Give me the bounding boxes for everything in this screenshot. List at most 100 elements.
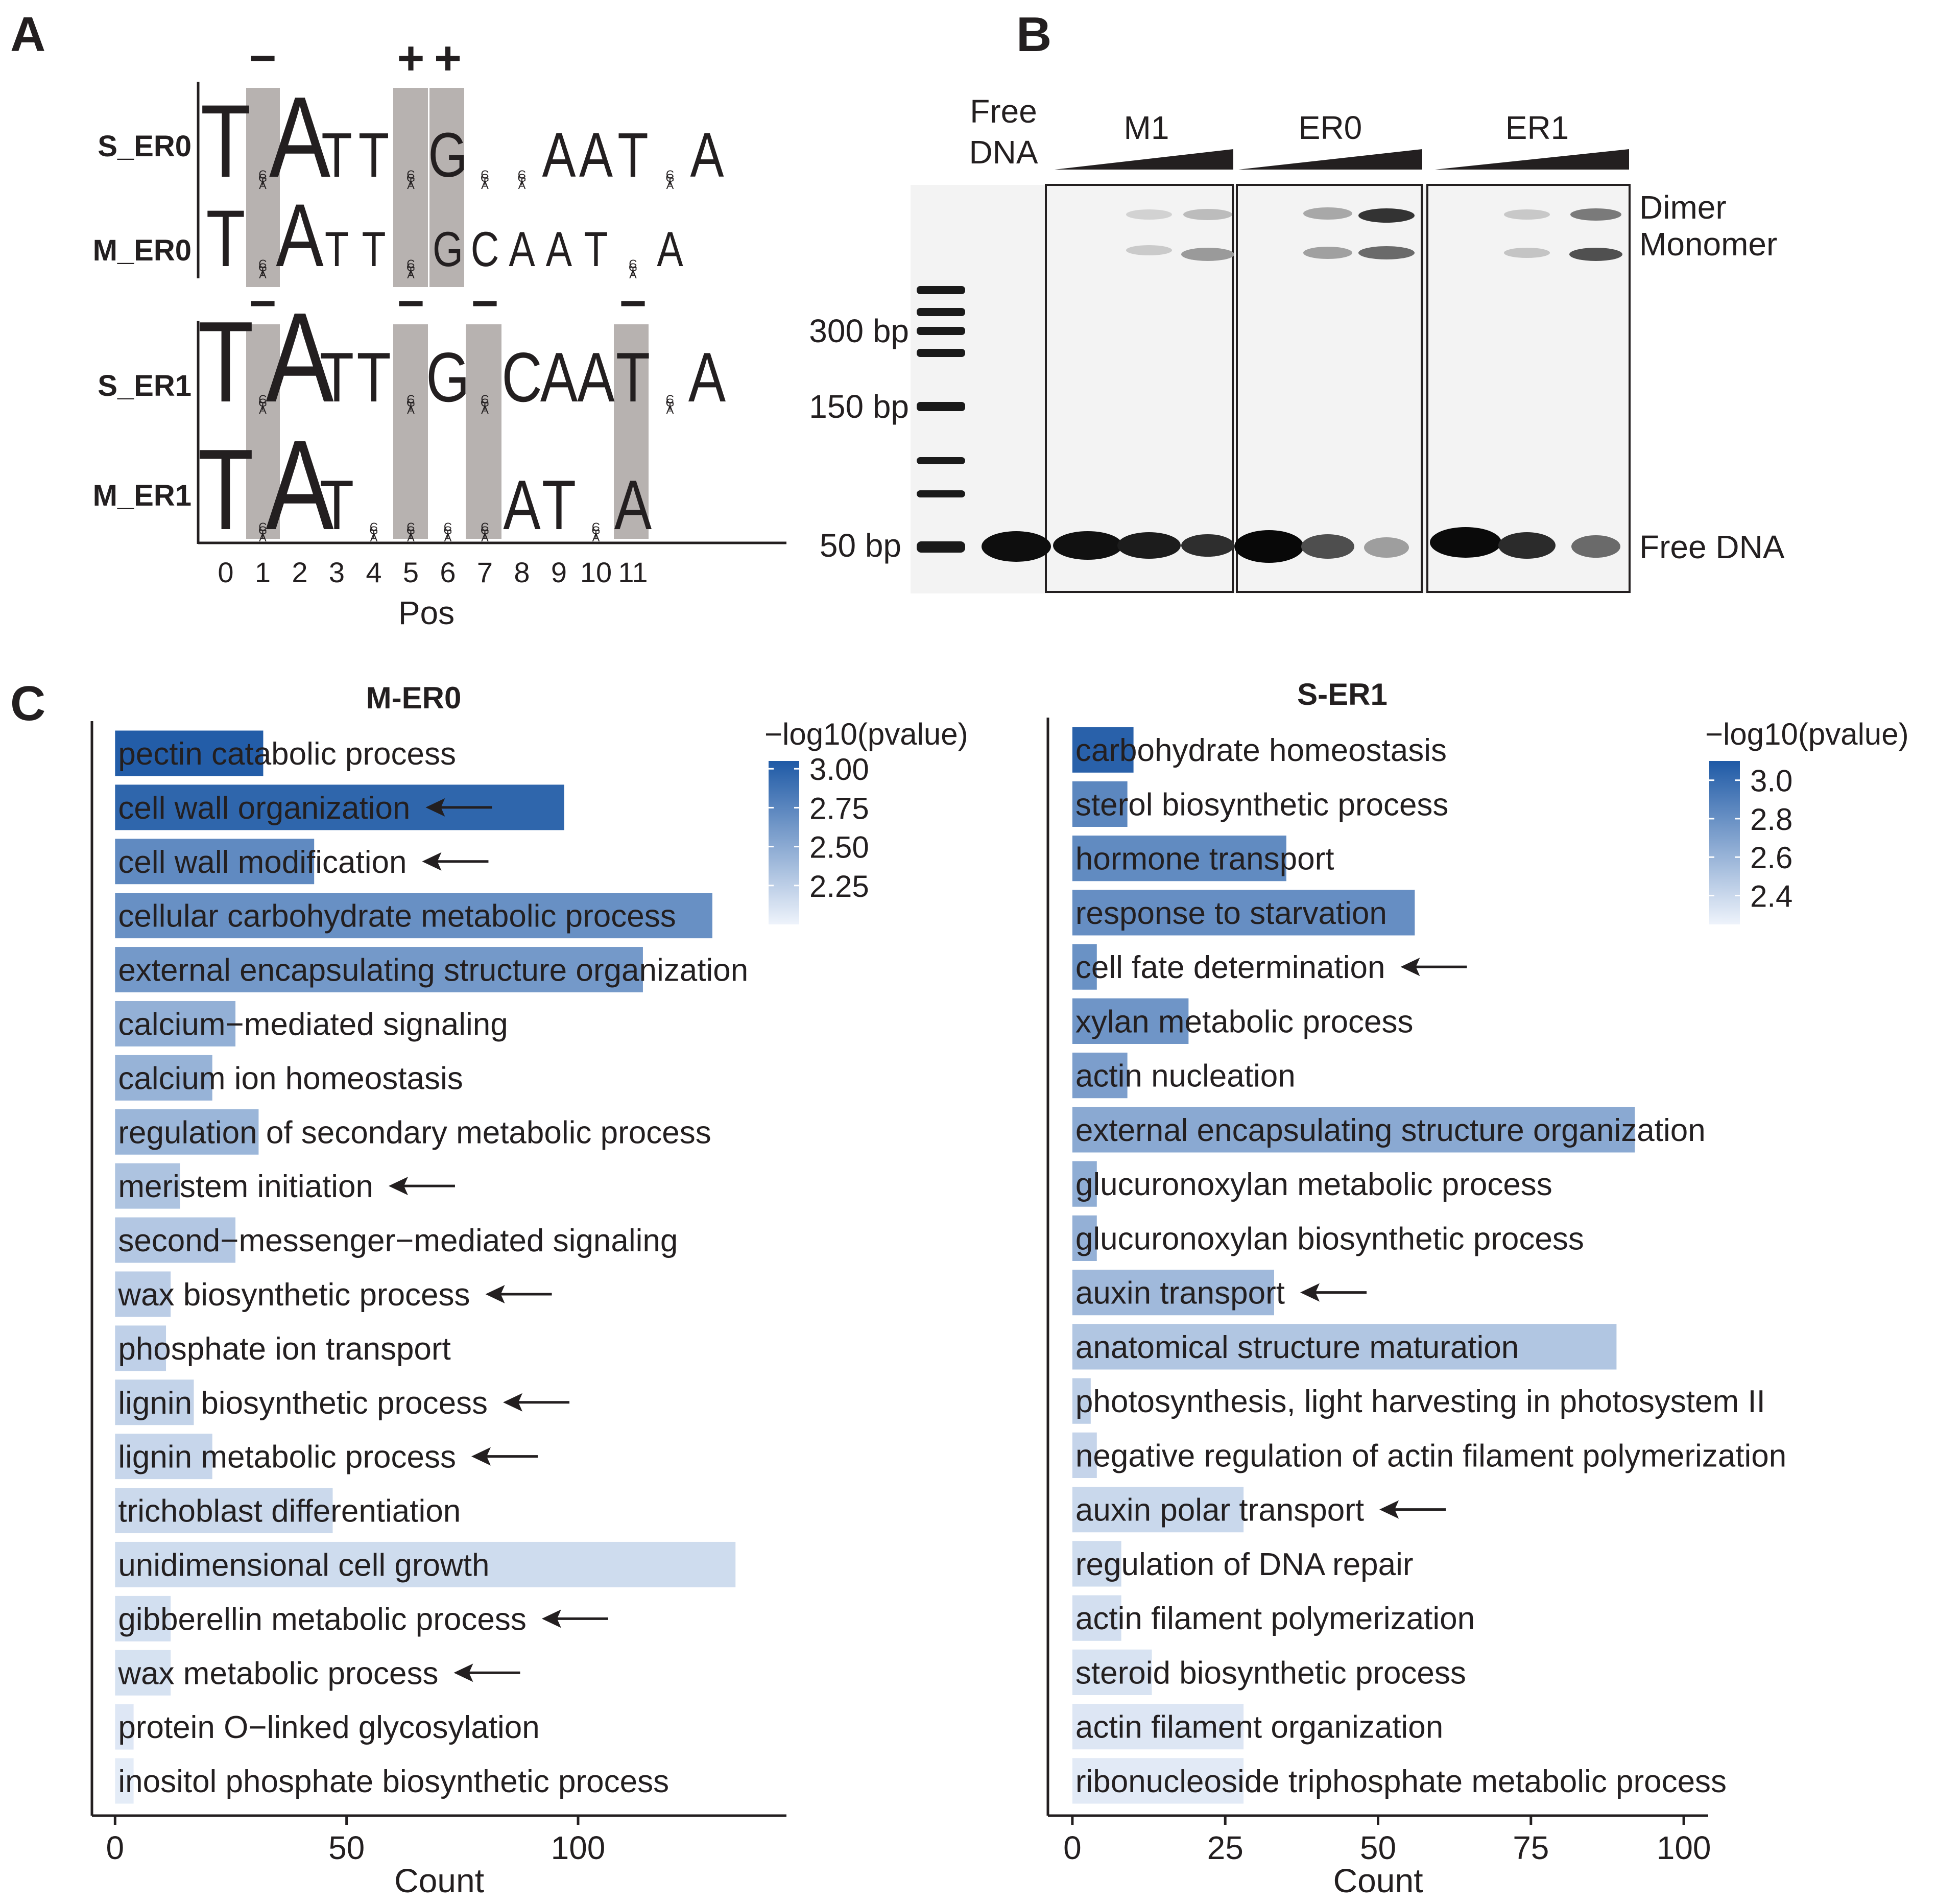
bar-label: protein O−linked glycosylation [118, 1710, 539, 1745]
bar [115, 1379, 194, 1425]
logo-letter-small: G [629, 261, 637, 274]
logo-letter-small: G [406, 261, 415, 274]
bar-label: anatomical structure maturation [1075, 1330, 1519, 1365]
logo-letter: T [201, 83, 251, 199]
mutation-mark: − [471, 277, 499, 329]
bar [115, 1055, 212, 1101]
logo-letter-small: G [258, 261, 267, 274]
colorbar-tick-label: 2.6 [1750, 841, 1792, 875]
x-tick-label: 100 [551, 1829, 606, 1866]
colorbar [769, 761, 799, 924]
bar-label: regulation of secondary metabolic proces… [118, 1115, 711, 1150]
bar [1072, 1270, 1274, 1316]
logo-letter-small: C [259, 168, 267, 181]
bar [1072, 1215, 1097, 1261]
dimer-band [1126, 209, 1172, 220]
bar [1072, 1324, 1617, 1370]
mutation-marks-top: −++ [249, 32, 462, 84]
bar [115, 1541, 736, 1587]
bar-label: pectin catabolic process [118, 736, 456, 772]
free-dna-band [1301, 534, 1354, 559]
logo-letter-small: T [482, 528, 488, 540]
logo-letter-small: A [481, 179, 489, 192]
logo-letter: T [616, 338, 650, 416]
logo-letter: A [690, 120, 724, 190]
bar [1072, 998, 1189, 1044]
dimer-band [1358, 208, 1415, 223]
logo-letter-small: C [407, 168, 415, 181]
logo-letter-small: T [408, 400, 414, 413]
logo-letter-small: T [592, 528, 599, 540]
free-dna-band [1117, 532, 1181, 559]
bar-label: meristem initiation [118, 1169, 373, 1204]
monomer-band [1358, 246, 1415, 259]
bar-label: auxin polar transport [1075, 1493, 1364, 1528]
logo-letter-small: T [259, 528, 266, 540]
logo-x-tick: 11 [618, 556, 648, 588]
logo-letter: T [542, 466, 576, 544]
logo-letter-small: A [666, 403, 674, 416]
bar [115, 1271, 171, 1317]
logo-letter: G [426, 338, 470, 416]
dimer-band [1303, 207, 1352, 220]
bar-label: response to starvation [1075, 896, 1387, 931]
logo-letter: A [269, 74, 330, 202]
mutation-mark: − [397, 277, 425, 329]
motif-label: M_ER0 [93, 234, 192, 267]
highlight-column [466, 324, 501, 539]
logo-letter: T [320, 338, 354, 416]
bar [1072, 1432, 1097, 1478]
bar [1072, 836, 1286, 882]
logo-letter-small: G [481, 524, 489, 537]
free-dna-band [982, 531, 1051, 562]
logo-letter-small: A [259, 531, 267, 544]
logo-letter-small: G [517, 172, 526, 184]
bar-label: actin filament polymerization [1075, 1601, 1475, 1636]
logo-x-tick: 6 [440, 556, 456, 588]
mutation-mark: + [434, 32, 462, 84]
bar-label: auxin transport [1075, 1276, 1285, 1311]
concentration-wedge [1238, 149, 1422, 170]
logo-letter: A [276, 185, 324, 285]
bar [1072, 1595, 1121, 1641]
logo-letter: T [206, 194, 246, 284]
ladder-lane [917, 286, 965, 553]
bar-label: hormone transport [1075, 842, 1334, 877]
x-tick-label: 50 [328, 1829, 365, 1866]
bar-label: external encapsulating structure organiz… [118, 953, 748, 988]
logo-x-axis-label: Pos [398, 594, 455, 631]
arrow-icon [541, 1609, 561, 1628]
free-dna-band [1234, 530, 1304, 563]
group-label-er0: ER0 [1299, 109, 1362, 146]
logo-letter: T [362, 222, 386, 277]
bar [115, 1488, 333, 1534]
logo-letter-small: T [518, 175, 525, 188]
logo-x-tick: 5 [403, 556, 419, 588]
arrow-icon [1379, 1500, 1399, 1519]
logo-letter: A [688, 338, 726, 416]
bar [115, 1596, 171, 1641]
logo-letter-small: T [482, 400, 488, 413]
motif-label: S_ER1 [98, 369, 192, 402]
logo-x-tick: 3 [329, 556, 345, 588]
colorbar-title: −log10(pvalue) [1705, 717, 1909, 751]
bar [115, 1109, 259, 1155]
group-label-er1: ER1 [1505, 109, 1569, 146]
bar-label: carbohydrate homeostasis [1075, 733, 1447, 768]
bar-label: external encapsulating structure organiz… [1075, 1113, 1706, 1148]
bar [115, 1650, 171, 1696]
monomer-band [1181, 248, 1234, 261]
logo-letter-small: A [444, 531, 452, 544]
bar-label: gibberellin metabolic process [118, 1602, 527, 1637]
colorbar-tick-label: 3.0 [1750, 764, 1792, 798]
highlight-column [429, 88, 464, 287]
bar [1072, 1161, 1097, 1207]
logo-letter: A [657, 222, 683, 277]
logo-letter-small: T [408, 265, 414, 277]
colorbar-title: −log10(pvalue) [764, 717, 968, 751]
logo-x-tick: 9 [551, 556, 567, 588]
monomer-band [1303, 247, 1352, 259]
concentration-wedge [1055, 149, 1233, 170]
